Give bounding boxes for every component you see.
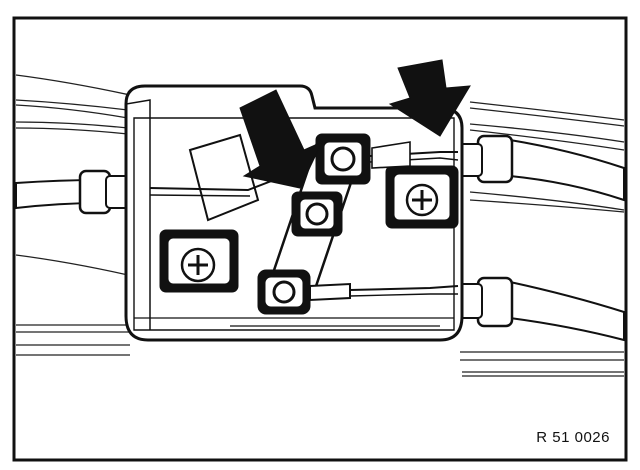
cable-right-bottom [455, 276, 625, 342]
terminal-lug-bottom [257, 269, 351, 315]
insulation-plate [188, 133, 260, 222]
mounting-screw-right [385, 165, 459, 229]
reference-code: R 51 0026 [536, 429, 610, 446]
figure-frame [12, 16, 628, 462]
mounting-screw-left [159, 229, 239, 293]
cable-right-top [457, 134, 625, 202]
arrow-right [388, 59, 471, 137]
background-trim-lines [15, 74, 625, 377]
bridging-link [266, 133, 371, 300]
arrow-left [239, 89, 324, 189]
